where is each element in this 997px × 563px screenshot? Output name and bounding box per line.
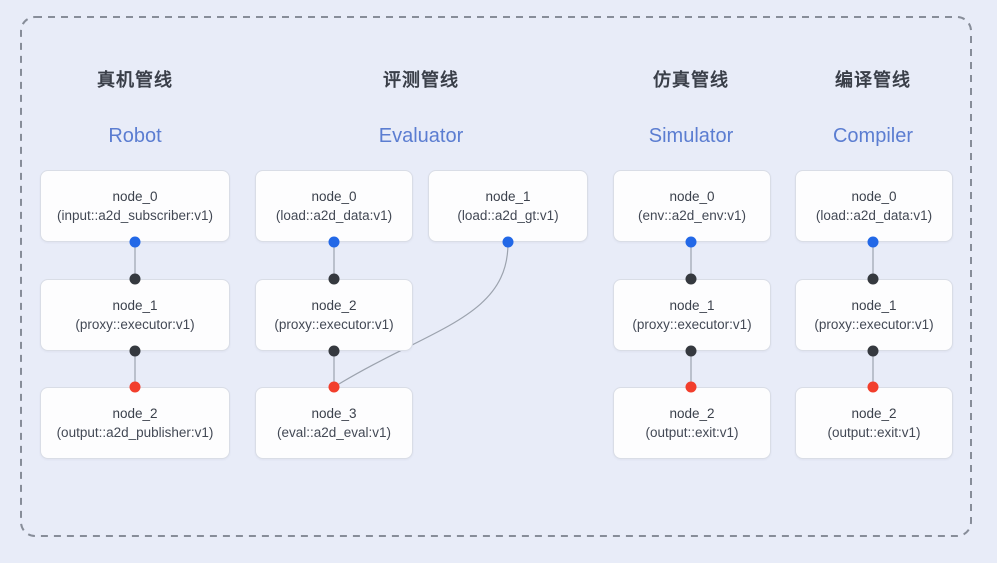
pipeline-title-en-simulator: Simulator bbox=[648, 125, 734, 147]
pipeline-title-zh-simulator: 仿真管线 bbox=[653, 70, 729, 90]
port-input-dot bbox=[867, 381, 879, 393]
node-evaluator-3: node_3 (eval::a2d_eval:v1) bbox=[255, 387, 413, 459]
port-output-dot bbox=[867, 236, 879, 248]
node-evaluator-2: node_2 (proxy::executor:v1) bbox=[255, 279, 413, 351]
node-simulator-0: node_0 (env::a2d_env:v1) bbox=[613, 170, 771, 242]
port-input-dot bbox=[685, 273, 697, 285]
port-output-dot bbox=[328, 236, 340, 248]
node-type: (load::a2d_data:v1) bbox=[275, 208, 393, 223]
node-name: node_0 bbox=[669, 189, 715, 204]
dashed-frame bbox=[20, 16, 972, 537]
node-compiler-1: node_1 (proxy::executor:v1) bbox=[795, 279, 953, 351]
pipeline-title-zh-evaluator: 评测管线 bbox=[383, 70, 459, 90]
node-name: node_2 bbox=[311, 298, 357, 313]
node-evaluator-1: node_1 (load::a2d_gt:v1) bbox=[428, 170, 588, 242]
port-output-dot bbox=[129, 345, 141, 357]
port-output-dot bbox=[685, 236, 697, 248]
node-type: (output::exit:v1) bbox=[827, 425, 921, 440]
node-simulator-2: node_2 (output::exit:v1) bbox=[613, 387, 771, 459]
edge-eval-n1-n3-curve bbox=[333, 242, 509, 388]
node-type: (env::a2d_env:v1) bbox=[637, 208, 747, 223]
port-input-dot bbox=[328, 381, 340, 393]
node-type: (eval::a2d_eval:v1) bbox=[276, 425, 392, 440]
node-type: (output::exit:v1) bbox=[645, 425, 739, 440]
node-name: node_1 bbox=[851, 298, 897, 313]
node-name: node_2 bbox=[112, 406, 158, 421]
node-name: node_2 bbox=[851, 406, 897, 421]
node-type: (proxy::executor:v1) bbox=[814, 317, 934, 332]
port-input-dot bbox=[129, 273, 141, 285]
node-name: node_0 bbox=[851, 189, 897, 204]
port-input-dot bbox=[685, 381, 697, 393]
port-input-dot bbox=[129, 381, 141, 393]
node-robot-1: node_1 (proxy::executor:v1) bbox=[40, 279, 230, 351]
port-output-dot bbox=[685, 345, 697, 357]
node-type: (proxy::executor:v1) bbox=[75, 317, 195, 332]
node-compiler-0: node_0 (load::a2d_data:v1) bbox=[795, 170, 953, 242]
port-input-dot bbox=[328, 273, 340, 285]
node-name: node_3 bbox=[311, 406, 357, 421]
node-type: (load::a2d_data:v1) bbox=[815, 208, 933, 223]
pipeline-title-zh-robot: 真机管线 bbox=[97, 70, 173, 90]
pipeline-title-en-evaluator: Evaluator bbox=[378, 125, 464, 147]
node-type: (output::a2d_publisher:v1) bbox=[56, 425, 214, 440]
node-compiler-2: node_2 (output::exit:v1) bbox=[795, 387, 953, 459]
node-simulator-1: node_1 (proxy::executor:v1) bbox=[613, 279, 771, 351]
port-input-dot bbox=[867, 273, 879, 285]
port-output-dot bbox=[328, 345, 340, 357]
node-name: node_1 bbox=[669, 298, 715, 313]
pipeline-title-en-compiler: Compiler bbox=[832, 125, 914, 147]
node-robot-0: node_0 (input::a2d_subscriber:v1) bbox=[40, 170, 230, 242]
node-name: node_2 bbox=[669, 406, 715, 421]
node-evaluator-0: node_0 (load::a2d_data:v1) bbox=[255, 170, 413, 242]
port-output-dot bbox=[502, 236, 514, 248]
node-name: node_0 bbox=[311, 189, 357, 204]
port-output-dot bbox=[867, 345, 879, 357]
node-name: node_0 bbox=[112, 189, 158, 204]
node-name: node_1 bbox=[112, 298, 158, 313]
node-robot-2: node_2 (output::a2d_publisher:v1) bbox=[40, 387, 230, 459]
node-type: (load::a2d_gt:v1) bbox=[457, 208, 559, 223]
node-type: (proxy::executor:v1) bbox=[274, 317, 394, 332]
pipeline-title-zh-compiler: 编译管线 bbox=[835, 70, 911, 90]
pipeline-title-en-robot: Robot bbox=[108, 125, 162, 147]
node-name: node_1 bbox=[485, 189, 531, 204]
node-type: (input::a2d_subscriber:v1) bbox=[56, 208, 214, 223]
node-type: (proxy::executor:v1) bbox=[632, 317, 752, 332]
port-output-dot bbox=[129, 236, 141, 248]
